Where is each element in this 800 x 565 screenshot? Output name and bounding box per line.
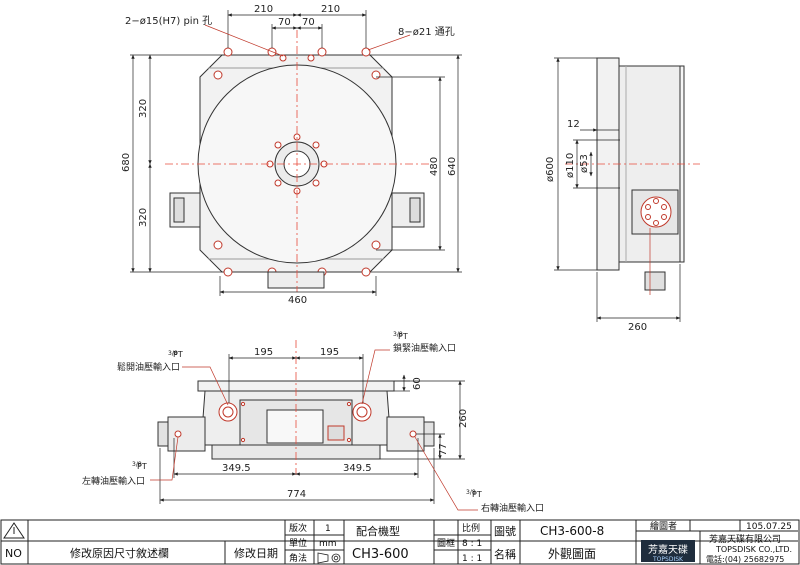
unit-value: mm [319, 539, 337, 549]
pt-unit-right: PT [472, 490, 482, 499]
bottom-block [267, 271, 325, 289]
port-release-label: 鬆開油壓輸入口 [117, 361, 180, 373]
release-port [218, 402, 238, 422]
front-view [157, 340, 435, 475]
dim-320-top: 320 [138, 99, 149, 118]
third-angle-projection-icon [317, 552, 341, 564]
dim-53: ø53 [579, 154, 590, 173]
dim-349-right: 349.5 [343, 463, 372, 474]
side-view [565, 57, 700, 295]
company-cn: 芳嘉天碟有限公司 [709, 533, 781, 545]
top-view-labels: 2−ø15(H7) pin 孔 8−ø21 通孔 210 210 70 70 6… [121, 4, 458, 306]
port-right-label: 右轉油壓輸入口 [481, 502, 544, 514]
version-value: 1 [325, 524, 331, 534]
dim-640: 640 [447, 157, 458, 176]
logo-cn: 芳嘉天碟 [648, 543, 688, 556]
no-label: NO [5, 547, 22, 560]
scale-label: 比例 [462, 522, 480, 534]
side-bottom-fitting [644, 271, 666, 291]
revision-date-label: 修改日期 [234, 546, 278, 560]
top-view [165, 30, 430, 292]
pt-unit-release: PT [173, 350, 183, 359]
pt-fraction-right: 3/8 [466, 489, 476, 496]
front-left-cylinder [167, 416, 206, 452]
title-block-text: NO 修改原因尺寸敘述欄 修改日期 版次 1 單位 mm 角法 配合機型 CH3… [5, 520, 792, 564]
dim-70-right: 70 [302, 17, 315, 28]
pt-fraction-left: 3/8 [132, 461, 142, 468]
drawing-no-value: CH3-600-8 [540, 524, 604, 538]
dim-210-right: 210 [321, 4, 340, 15]
name-label: 名稱 [494, 547, 516, 561]
dim-195-right: 195 [320, 347, 339, 358]
side-dim-260: 260 [628, 322, 647, 333]
port-clamp-label: 鎖緊油壓輸入口 [393, 342, 456, 354]
frame-scale: 8 : 1 [462, 539, 482, 549]
side-view-labels: 12 ø600 ø110 ø53 260 [545, 119, 647, 333]
dim-460: 460 [288, 295, 307, 306]
dim-60: 60 [412, 377, 423, 390]
side-view-dimensions [554, 57, 681, 322]
pt-fraction-release: 3/8 [168, 350, 178, 357]
model-value: CH3-600 [352, 547, 409, 562]
port-left-label: 左轉油壓輸入口 [82, 475, 145, 487]
date-value: 105.07.25 [746, 522, 792, 532]
clamp-port [352, 402, 372, 422]
dim-480: 480 [429, 157, 440, 176]
dim-320-bottom: 320 [138, 208, 149, 227]
front-view-labels: 195 195 60 260 77 349.5 349.5 774 3/8 PT… [82, 331, 544, 514]
revision-desc-label: 修改原因尺寸敘述欄 [70, 546, 169, 560]
logo-en: TOPSDISK [652, 556, 684, 563]
dim-195-left: 195 [254, 347, 273, 358]
model-label: 配合機型 [356, 524, 400, 538]
drafter-label: 繪圖者 [650, 520, 677, 532]
dim-600: ø600 [545, 157, 556, 182]
pin-hole-label: 2−ø15(H7) pin 孔 [125, 15, 212, 27]
dim-70-left: 70 [278, 17, 291, 28]
top-view-dimensions [130, 10, 462, 296]
pin-holes [279, 54, 315, 62]
version-label: 版次 [289, 522, 307, 534]
scale-value: 1 : 1 [462, 554, 482, 564]
projection-label: 角法 [289, 552, 307, 564]
company-logo: 芳嘉天碟 TOPSDISK [641, 540, 695, 563]
drawing-frame-label: 圖框 [437, 537, 455, 549]
pt-unit-clamp: PT [398, 332, 408, 341]
company-en: TOPSDISK CO.,LTD. [715, 545, 792, 554]
pt-unit-left: PT [137, 462, 147, 471]
dim-774: 774 [287, 489, 306, 500]
front-view-dimensions [150, 349, 478, 511]
through-hole-label: 8−ø21 通孔 [398, 26, 455, 38]
dim-349-left: 349.5 [222, 463, 251, 474]
dim-12: 12 [567, 119, 580, 130]
unit-label: 單位 [289, 537, 307, 549]
dim-77: 77 [438, 443, 449, 456]
name-value: 外觀圖面 [548, 547, 596, 561]
dim-210-left: 210 [254, 4, 273, 15]
front-dim-260: 260 [458, 409, 469, 428]
pt-fraction-clamp: 3/8 [393, 331, 403, 338]
dim-680: 680 [121, 153, 132, 172]
drawing-no-label: 圖號 [494, 525, 516, 538]
company-phone: 電話:(04) 25682975 [706, 554, 784, 564]
dim-110: ø110 [565, 153, 576, 178]
